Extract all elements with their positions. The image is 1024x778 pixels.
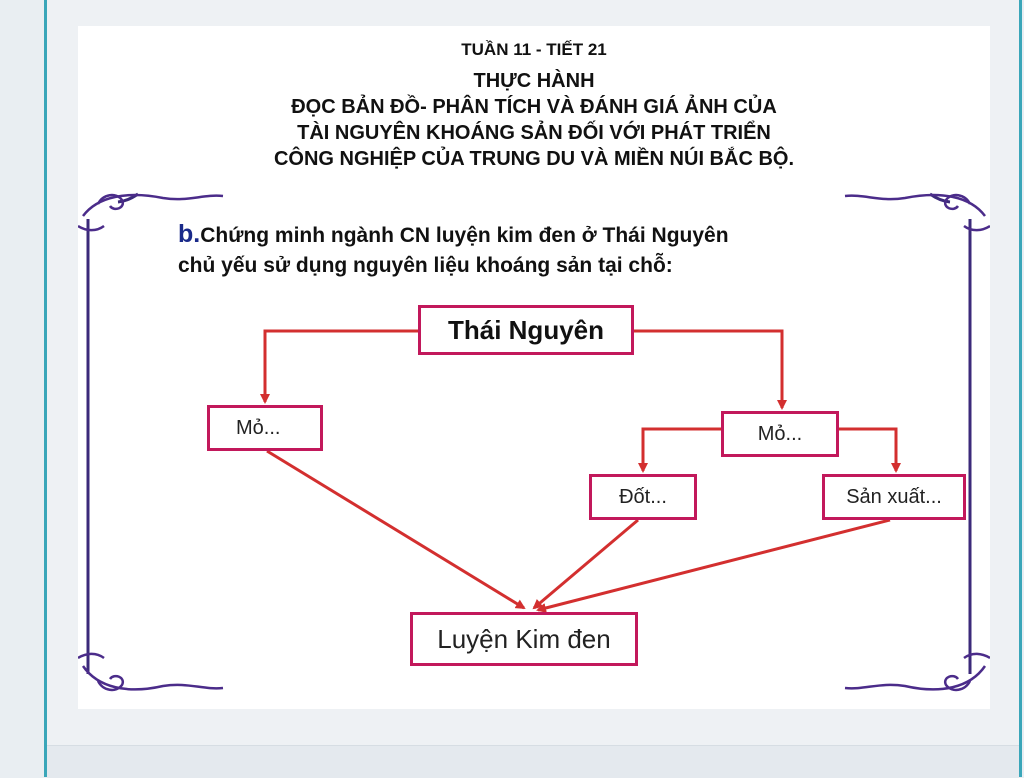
title-line-4: CÔNG NGHIỆP CỦA TRUNG DU VÀ MIỀN NÚI BẮC… xyxy=(273,148,795,170)
title-line-2: ĐỌC BẢN ĐỒ- PHÂN TÍCH VÀ ĐÁNH GIÁ ẢNH CỦ… xyxy=(291,96,777,118)
task-line-2: chủ yếu sử dụng nguyên liệu khoáng sản t… xyxy=(178,254,673,277)
arrow-root-to-left-mine xyxy=(260,329,418,404)
frame-flourish-top-left xyxy=(78,193,224,232)
arrow-right-mine-to-dot xyxy=(638,427,721,473)
right-border xyxy=(1019,0,1022,777)
task-statement: b.Chứng minh ngành CN luyện kim đen ở Th… xyxy=(178,219,729,281)
node-dot: Đốt... xyxy=(589,474,697,520)
node-luyen-kim-den: Luyện Kim đen xyxy=(410,612,638,666)
title-line-3: TÀI NGUYÊN KHOÁNG SẢN ĐỐI VỚI PHÁT TRIỂN xyxy=(297,122,771,144)
node-thai-nguyen: Thái Nguyên xyxy=(418,305,634,355)
arrow-root-to-right-mine xyxy=(634,329,787,410)
title-line-1: THỰC HÀNH xyxy=(473,70,595,92)
frame-flourish-bottom-right xyxy=(844,652,990,692)
arrow-left-mine-to-target xyxy=(266,449,526,610)
frame-flourish-bottom-left xyxy=(78,652,224,692)
week-lesson-label: TUẦN 11 - TIẾT 21 xyxy=(461,40,607,59)
node-right-mine: Mỏ... xyxy=(721,411,839,457)
arrow-dot-to-target xyxy=(532,518,639,610)
frame-flourish-top-right xyxy=(844,193,990,232)
diagram-canvas xyxy=(78,192,990,692)
left-border xyxy=(44,0,47,777)
task-prefix: b. xyxy=(178,220,201,248)
arrow-san-xuat-to-target xyxy=(536,518,891,613)
slide-image: TUẦN 11 - TIẾT 21 THỰC HÀNH ĐỌC BẢN ĐỒ- … xyxy=(78,26,990,709)
node-left-mine: Mỏ... xyxy=(207,405,323,451)
arrow-right-mine-to-san-xuat xyxy=(839,427,901,473)
task-line-1: Chứng minh ngành CN luyện kim đen ở Thái… xyxy=(200,224,729,247)
node-san-xuat: Sản xuất... xyxy=(822,474,966,520)
footer-band xyxy=(47,745,1019,778)
